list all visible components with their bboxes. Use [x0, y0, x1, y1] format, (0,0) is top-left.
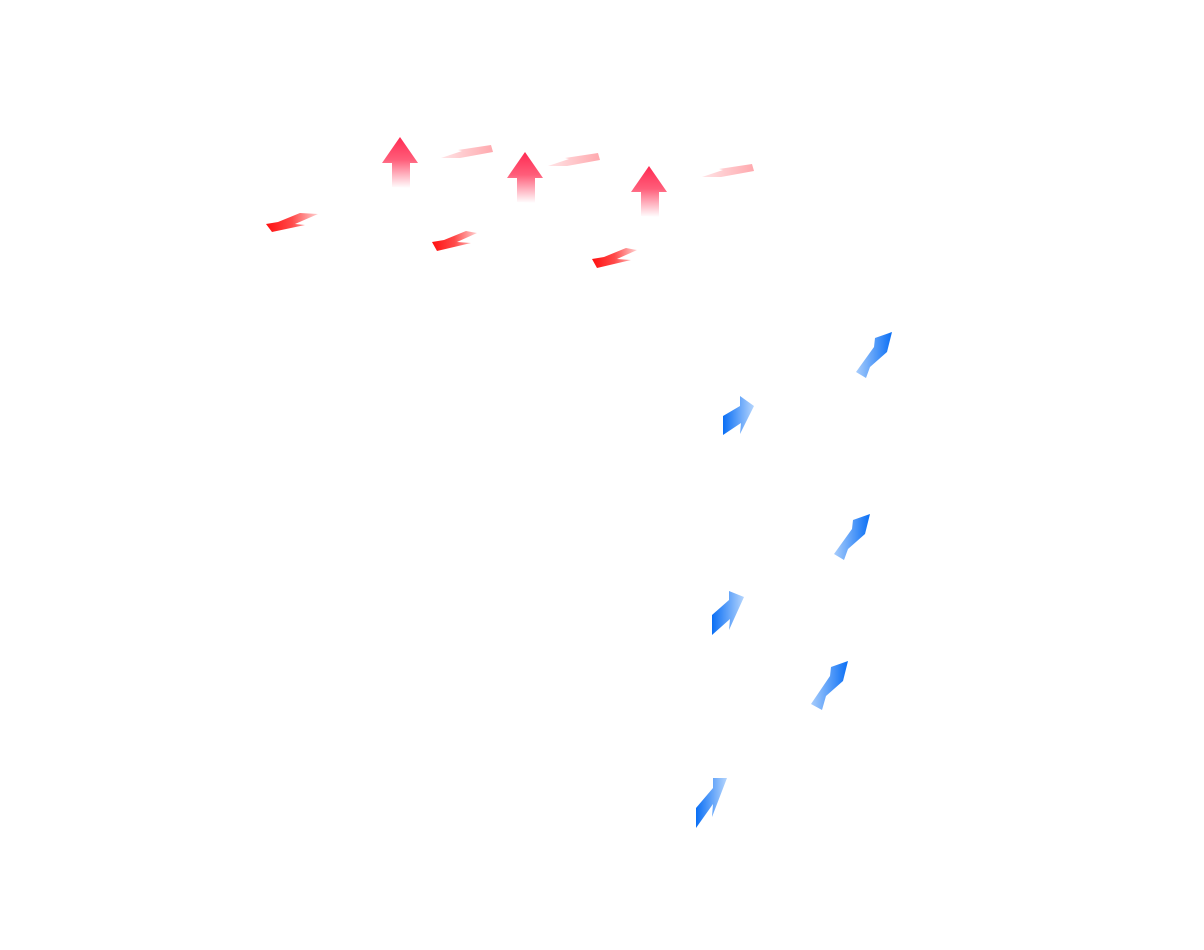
red-down-arrow-icon [592, 248, 637, 268]
blue-up-arrow-icon [834, 514, 870, 560]
red-up-arrow-icon [382, 137, 418, 188]
red-up-arrow-icon [631, 166, 667, 217]
pink-flat-arrow-icon [702, 164, 754, 177]
pink-flat-arrow-icon [548, 153, 600, 166]
blue-up-arrow-icon [856, 332, 892, 378]
blue-right-arrow-icon [723, 396, 754, 435]
blue-right-arrow-icon [696, 778, 727, 828]
red-down-arrow-icon [432, 231, 477, 251]
red-down-arrow-icon [266, 213, 318, 232]
pink-flat-arrow-icon [441, 145, 493, 158]
blue-right-arrow-icon [712, 591, 744, 635]
red-up-arrow-icon [507, 152, 543, 203]
blue-up-arrow-icon [811, 661, 848, 710]
